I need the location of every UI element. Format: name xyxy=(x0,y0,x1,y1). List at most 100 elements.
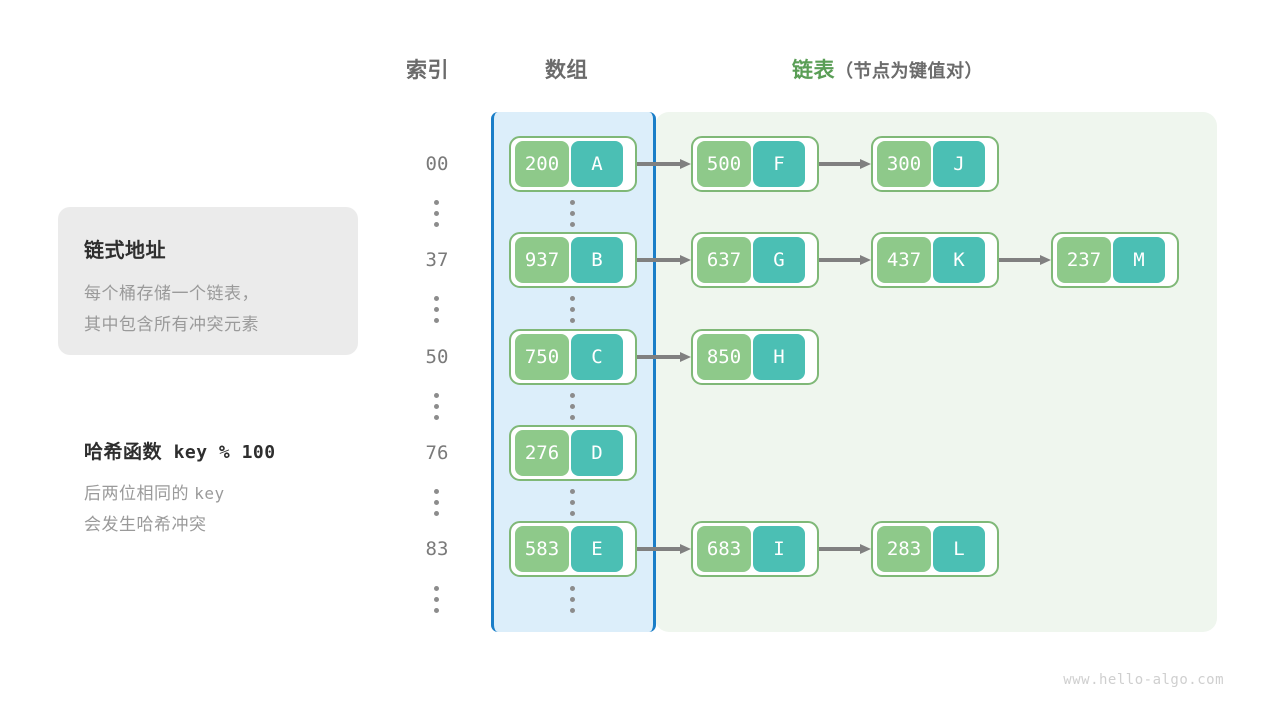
arrow-shaft xyxy=(819,547,860,551)
ellipsis-dot xyxy=(434,489,439,494)
node-key: 300 xyxy=(877,141,931,187)
arrow-head xyxy=(680,544,691,554)
bucket-index-label: 37 xyxy=(425,249,449,271)
ellipsis-dot xyxy=(434,296,439,301)
arrow-head xyxy=(680,159,691,169)
node-value: H xyxy=(753,334,805,380)
ellipsis-dot xyxy=(434,404,439,409)
ellipsis-dot xyxy=(434,200,439,205)
info-card-body: 每个桶存储一个链表， 其中包含所有冲突元素 xyxy=(84,278,344,340)
node-key: 500 xyxy=(697,141,751,187)
index-ellipsis xyxy=(434,296,440,323)
arrow-shaft xyxy=(637,258,680,262)
next-pointer-arrow xyxy=(637,544,691,554)
ellipsis-dot xyxy=(570,597,575,602)
info-card-body-line-1: 每个桶存储一个链表， xyxy=(84,284,259,303)
ellipsis-dot xyxy=(570,489,575,494)
node-value: A xyxy=(571,141,623,187)
hash-note-line-1-text: 后两位相同的 xyxy=(84,484,189,503)
index-ellipsis xyxy=(434,393,440,420)
ellipsis-dot xyxy=(434,307,439,312)
ellipsis-dot xyxy=(570,318,575,323)
info-card-title: 链式地址 xyxy=(84,240,166,262)
bucket-index-label: 00 xyxy=(425,153,449,175)
node-value: D xyxy=(571,430,623,476)
info-card-body-line-2: 其中包含所有冲突元素 xyxy=(84,315,259,334)
ellipsis-dot xyxy=(434,597,439,602)
ellipsis-dot xyxy=(570,200,575,205)
node-key: 276 xyxy=(515,430,569,476)
ellipsis-dot xyxy=(434,500,439,505)
ellipsis-dot xyxy=(570,511,575,516)
watermark: www.hello-algo.com xyxy=(1063,672,1224,688)
arrow-head xyxy=(860,255,871,265)
node-key: 283 xyxy=(877,526,931,572)
node-value: B xyxy=(571,237,623,283)
node-key: 200 xyxy=(515,141,569,187)
column-header-linked-list-main: 链表 xyxy=(792,59,835,82)
node-key: 937 xyxy=(515,237,569,283)
column-header-linked-list: 链表（节点为键值对） xyxy=(792,54,983,84)
node-value: C xyxy=(571,334,623,380)
next-pointer-arrow xyxy=(637,159,691,169)
ellipsis-dot xyxy=(434,222,439,227)
node-value: L xyxy=(933,526,985,572)
hash-function-title: 哈希函数 key % 100 xyxy=(84,437,276,464)
hash-note-line-1-key: key xyxy=(194,484,225,503)
index-ellipsis xyxy=(434,489,440,516)
ellipsis-dot xyxy=(434,415,439,420)
ellipsis-dot xyxy=(570,500,575,505)
arrow-shaft xyxy=(999,258,1040,262)
node-value: J xyxy=(933,141,985,187)
column-header-array: 数组 xyxy=(545,59,588,82)
node-key: 237 xyxy=(1057,237,1111,283)
ellipsis-dot xyxy=(434,211,439,216)
arrow-shaft xyxy=(819,258,860,262)
ellipsis-dot xyxy=(570,222,575,227)
ellipsis-dot xyxy=(570,608,575,613)
array-ellipsis xyxy=(570,200,576,227)
ellipsis-dot xyxy=(434,318,439,323)
ellipsis-dot xyxy=(570,393,575,398)
next-pointer-arrow xyxy=(819,255,871,265)
bucket-index-label: 76 xyxy=(425,442,449,464)
hash-note-line-2: 会发生哈希冲突 xyxy=(84,515,207,534)
array-ellipsis xyxy=(570,296,576,323)
array-ellipsis xyxy=(570,489,576,516)
node-key: 583 xyxy=(515,526,569,572)
ellipsis-dot xyxy=(570,404,575,409)
node-key: 437 xyxy=(877,237,931,283)
ellipsis-dot xyxy=(570,415,575,420)
arrow-head xyxy=(860,159,871,169)
ellipsis-dot xyxy=(570,586,575,591)
next-pointer-arrow xyxy=(999,255,1051,265)
node-value: F xyxy=(753,141,805,187)
arrow-shaft xyxy=(637,547,680,551)
array-ellipsis xyxy=(570,586,576,613)
node-key: 683 xyxy=(697,526,751,572)
next-pointer-arrow xyxy=(819,544,871,554)
ellipsis-dot xyxy=(570,307,575,312)
hash-note-line-1: 后两位相同的 key xyxy=(84,478,364,509)
node-key: 637 xyxy=(697,237,751,283)
node-value: M xyxy=(1113,237,1165,283)
hash-function-note: 后两位相同的 key 会发生哈希冲突 xyxy=(84,478,364,540)
hash-function-expression: key % 100 xyxy=(173,442,276,463)
bucket-index-label: 50 xyxy=(425,346,449,368)
arrow-head xyxy=(860,544,871,554)
array-ellipsis xyxy=(570,393,576,420)
ellipsis-dot xyxy=(434,511,439,516)
node-key: 750 xyxy=(515,334,569,380)
arrow-head xyxy=(1040,255,1051,265)
ellipsis-dot xyxy=(570,211,575,216)
